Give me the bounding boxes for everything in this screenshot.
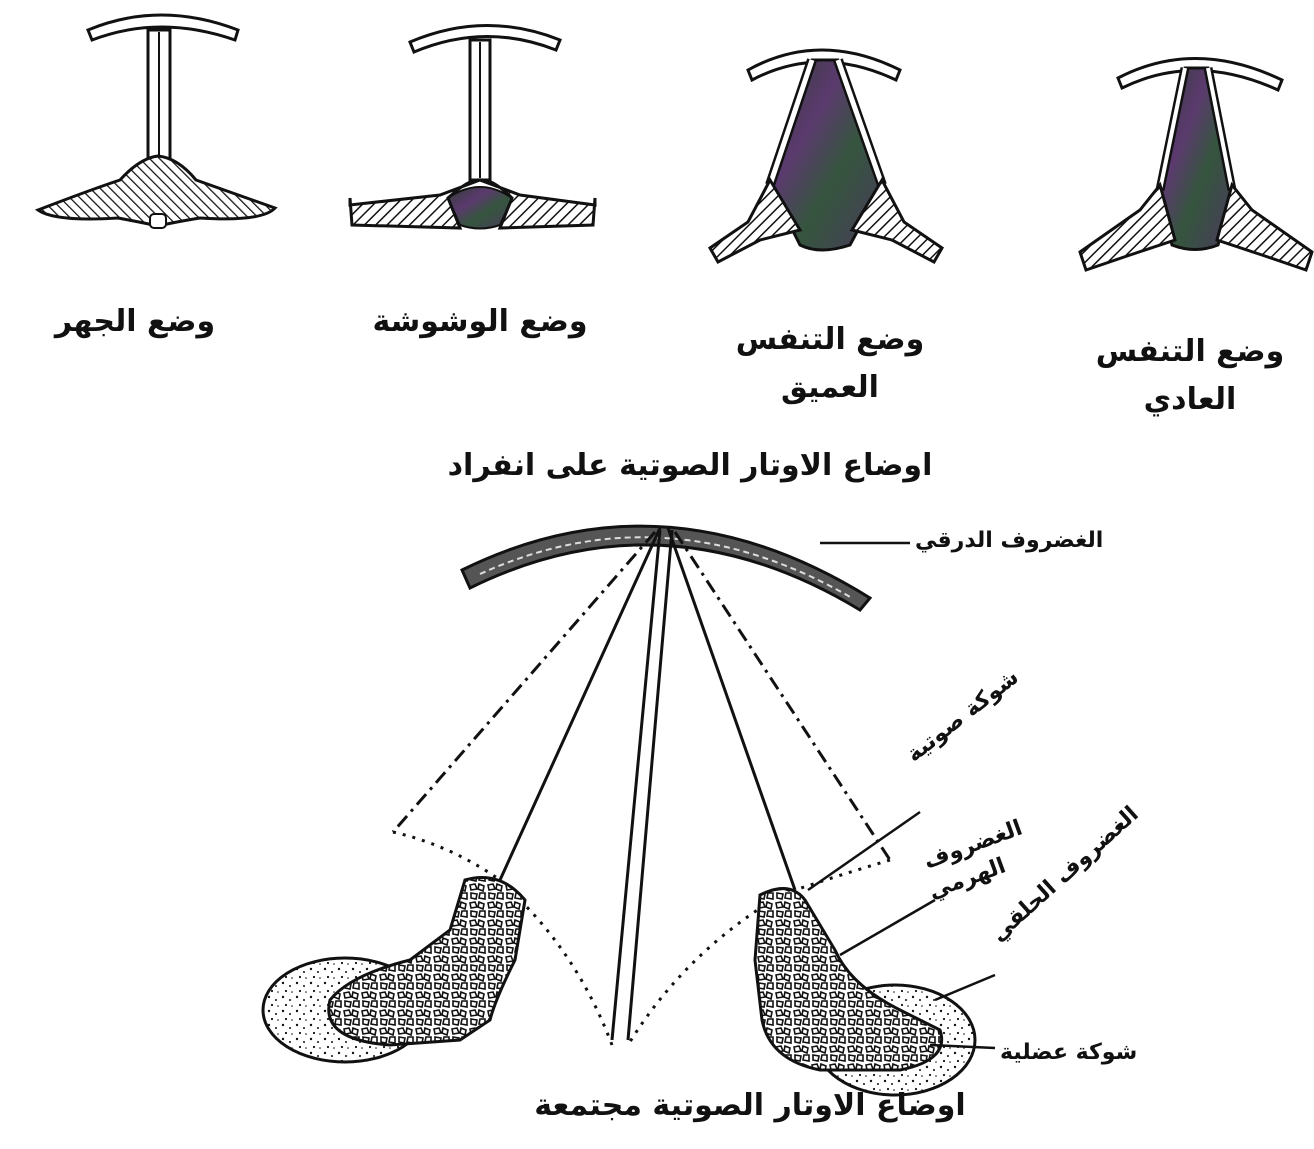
annotation-muscular-process: شوكة عضلية <box>1000 1040 1137 1066</box>
label-normal-breath-line2: العادي <box>1070 378 1310 422</box>
combined-positions-figure <box>263 526 995 1095</box>
label-deep-breath-line2: العميق <box>700 366 960 410</box>
fold-normal-breath-figure <box>1080 58 1312 270</box>
label-phonation: وضع الجهر <box>20 300 250 344</box>
fold-phonation-figure <box>38 15 275 228</box>
label-normal-breath-line1: وضع التنفس <box>1070 330 1310 374</box>
label-whisper: وضع الوشوشة <box>340 300 620 344</box>
caption-combined: اوضاع الاوتار الصوتية مجتمعة <box>470 1088 1030 1123</box>
fold-whisper-figure <box>350 25 595 228</box>
fold-deep-breath-figure <box>710 50 942 262</box>
label-deep-breath-line1: وضع التنفس <box>700 318 960 362</box>
annotation-thyroid-cartilage: الغضروف الدرقي <box>915 528 1103 554</box>
caption-individual: اوضاع الاوتار الصوتية على انفراد <box>420 448 960 483</box>
